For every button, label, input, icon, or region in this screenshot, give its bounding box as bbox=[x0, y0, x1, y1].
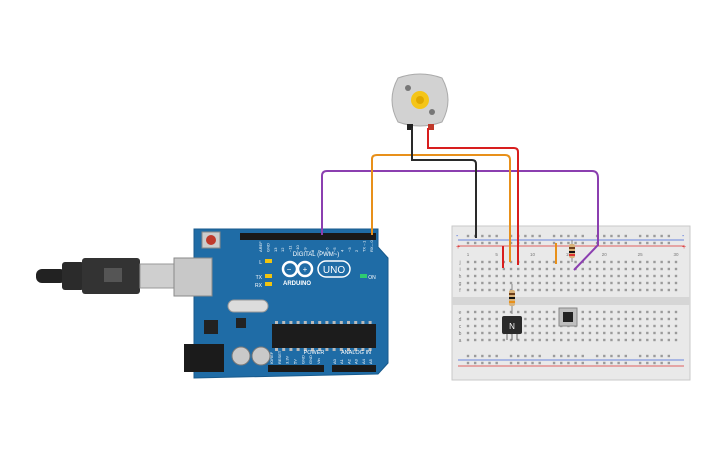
npn-transistor[interactable]: N bbox=[502, 316, 522, 340]
breadboard-column-number: 30 bbox=[673, 252, 679, 257]
usb-jack bbox=[173, 257, 213, 297]
digital-pin-label: 13 bbox=[273, 247, 278, 252]
breadboard-row-letter: e bbox=[459, 310, 462, 316]
breadboard-row-letter: g bbox=[459, 281, 462, 287]
power-pin-label: GND bbox=[308, 355, 313, 364]
analog-pin-label: A1 bbox=[339, 358, 344, 364]
digital-pin-label: ~5 bbox=[332, 247, 337, 252]
power-pin-label: 3.3V bbox=[285, 355, 290, 364]
wire-red[interactable] bbox=[427, 128, 519, 265]
power-pin-label: Vin bbox=[316, 358, 321, 364]
breadboard-row-letter: d bbox=[459, 317, 462, 323]
analog-pin-label: A3 bbox=[354, 358, 359, 364]
led-rx-label: RX bbox=[255, 283, 263, 289]
digital-pwm-label: DIGITAL (PWM~) bbox=[293, 252, 340, 258]
reset-button-cap[interactable] bbox=[206, 235, 216, 245]
arduino-logo: − + bbox=[281, 260, 314, 278]
rail-minus-label: - bbox=[682, 233, 685, 240]
capacitor bbox=[231, 346, 251, 366]
power-pin-label: GND bbox=[300, 355, 305, 364]
smd-chip bbox=[236, 318, 246, 328]
digital-pin-label: AREF bbox=[258, 241, 263, 252]
digital-header[interactable] bbox=[240, 233, 376, 240]
digital-pin-label: ~6 bbox=[325, 247, 330, 252]
breadboard-column-number: 1 bbox=[467, 252, 470, 257]
rail-plus-label: + bbox=[456, 244, 460, 251]
on-led-label: ON bbox=[368, 275, 376, 281]
svg-text:+: + bbox=[303, 265, 308, 274]
breadboard-row-letter: i bbox=[459, 267, 460, 273]
push-button[interactable] bbox=[558, 307, 578, 327]
rail-minus-label: - bbox=[456, 233, 459, 240]
breadboard-column-number: 15 bbox=[566, 252, 572, 257]
digital-pin-label: 4 bbox=[339, 249, 344, 252]
wire-purple[interactable] bbox=[321, 170, 599, 271]
power-label: POWER bbox=[304, 350, 325, 356]
rail-plus-label: + bbox=[682, 244, 686, 251]
wire-orange[interactable] bbox=[371, 154, 511, 262]
digital-pin-label: 8 bbox=[310, 249, 315, 252]
breadboard-row-letter: a bbox=[459, 338, 462, 344]
on-led bbox=[360, 274, 367, 278]
analog-pin-label: A5 bbox=[368, 358, 373, 364]
usb-cable[interactable] bbox=[36, 258, 177, 294]
power-header[interactable] bbox=[268, 365, 324, 372]
svg-text:−: − bbox=[287, 265, 292, 274]
analog-pin-label: A4 bbox=[361, 358, 366, 364]
power-pin-label: IOREF bbox=[269, 351, 274, 364]
digital-pin-label: ~3 bbox=[347, 247, 352, 252]
breadboard-row-letter: f bbox=[459, 288, 461, 294]
breadboard-column-number: 10 bbox=[530, 252, 536, 257]
crystal bbox=[227, 299, 269, 313]
wire-black[interactable] bbox=[411, 128, 477, 238]
atmega-chip bbox=[272, 321, 376, 351]
breadboard-column-number: 5 bbox=[495, 252, 498, 257]
dc-motor[interactable] bbox=[391, 73, 449, 130]
digital-pin-label: ~9 bbox=[302, 247, 307, 252]
transistor-label: N bbox=[509, 322, 515, 331]
resistor[interactable] bbox=[509, 284, 515, 314]
breadboard-center-channel bbox=[452, 297, 690, 305]
analog-pin-label: A2 bbox=[346, 358, 351, 364]
breadboard-column-number: 25 bbox=[638, 252, 644, 257]
breadboard-row-letter: j bbox=[458, 260, 460, 266]
breadboard-row-letter: h bbox=[459, 274, 462, 280]
breadboard-row-letter: b bbox=[459, 331, 462, 337]
digital-pin-label: 7 bbox=[317, 249, 322, 252]
power-jack bbox=[184, 344, 224, 372]
digital-pin-label: 12 bbox=[280, 247, 285, 252]
arduino-brand-text: ARDUINO bbox=[283, 281, 311, 287]
led-l-label: L bbox=[259, 260, 262, 266]
power-pin-label: 5V bbox=[293, 359, 298, 364]
digital-pin-label: ~10 bbox=[295, 244, 300, 252]
breadboard-column-number: 20 bbox=[602, 252, 608, 257]
regulator-chip bbox=[204, 320, 218, 334]
breadboard-row-letter: c bbox=[459, 324, 462, 330]
digital-pin-label: GND bbox=[265, 243, 270, 252]
power-pin-label: RESET bbox=[277, 350, 282, 364]
digital-pin-label: TX→1 bbox=[362, 240, 367, 252]
digital-pin-label: RX←0 bbox=[369, 239, 374, 252]
resistor[interactable] bbox=[569, 240, 575, 262]
capacitor bbox=[251, 346, 271, 366]
uno-badge bbox=[317, 260, 351, 278]
analog-pin-label: A0 bbox=[332, 358, 337, 364]
analog-in-label: ANALOG IN bbox=[341, 350, 371, 356]
digital-pin-label: ~11 bbox=[288, 245, 293, 252]
led-tx-label: TX bbox=[256, 275, 263, 281]
uno-model-text: UNO bbox=[323, 265, 345, 276]
analog-header[interactable] bbox=[332, 365, 376, 372]
status-leds: L TX RX bbox=[255, 259, 367, 289]
digital-pin-label: 2 bbox=[354, 249, 359, 252]
